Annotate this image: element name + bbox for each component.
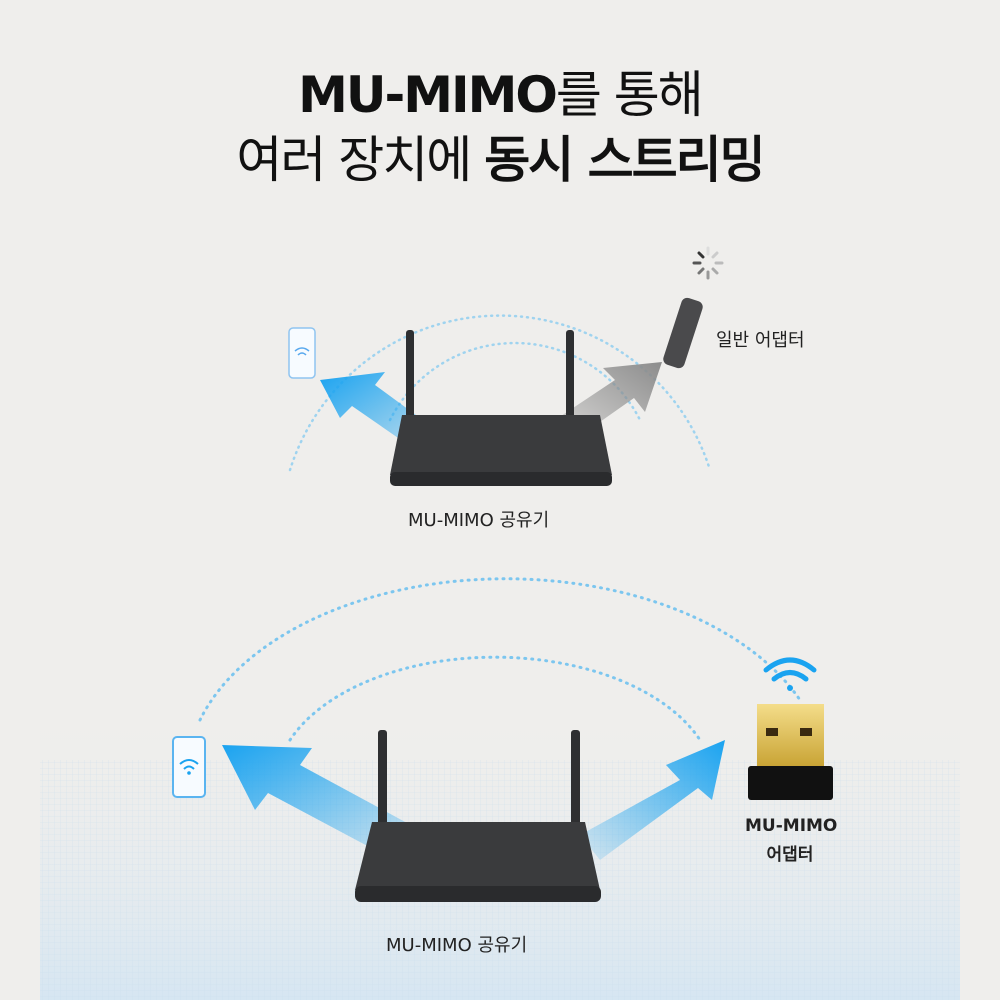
- headline-line-2: 여러 장치에 동시 스트리밍: [0, 120, 1000, 192]
- mu-mimo-adapter-label-line-1: MU-MIMO: [745, 816, 838, 836]
- bottom-signal-arcs: [198, 577, 802, 742]
- mu-mimo-usb-adapter: [748, 704, 833, 800]
- generic-usb-adapter: [663, 297, 703, 369]
- bottom-router-label: MU-MIMO 공유기: [386, 935, 528, 956]
- headline-line-1-rest: 를 통해: [555, 66, 704, 124]
- top-phone-icon: [288, 327, 316, 379]
- mu-mimo-adapter-label-line-2: 어댑터: [766, 845, 814, 865]
- bottom-router: [355, 730, 601, 902]
- loading-spinner-icon: [692, 246, 724, 280]
- headline-line-1: MU-MIMO를 통해: [0, 55, 1000, 127]
- headline-brand: MU-MIMO: [298, 66, 558, 124]
- headline-line-2-regular: 여러 장치에: [236, 131, 485, 189]
- generic-adapter-label: 일반 어댑터: [716, 330, 805, 351]
- bottom-right-blue-arrow: [580, 740, 725, 860]
- bottom-phone-icon: [172, 736, 206, 798]
- top-router: [390, 330, 612, 486]
- headline-line-2-bold: 동시 스트리밍: [484, 131, 765, 189]
- top-router-label: MU-MIMO 공유기: [408, 510, 550, 531]
- wifi-icon: [763, 657, 817, 691]
